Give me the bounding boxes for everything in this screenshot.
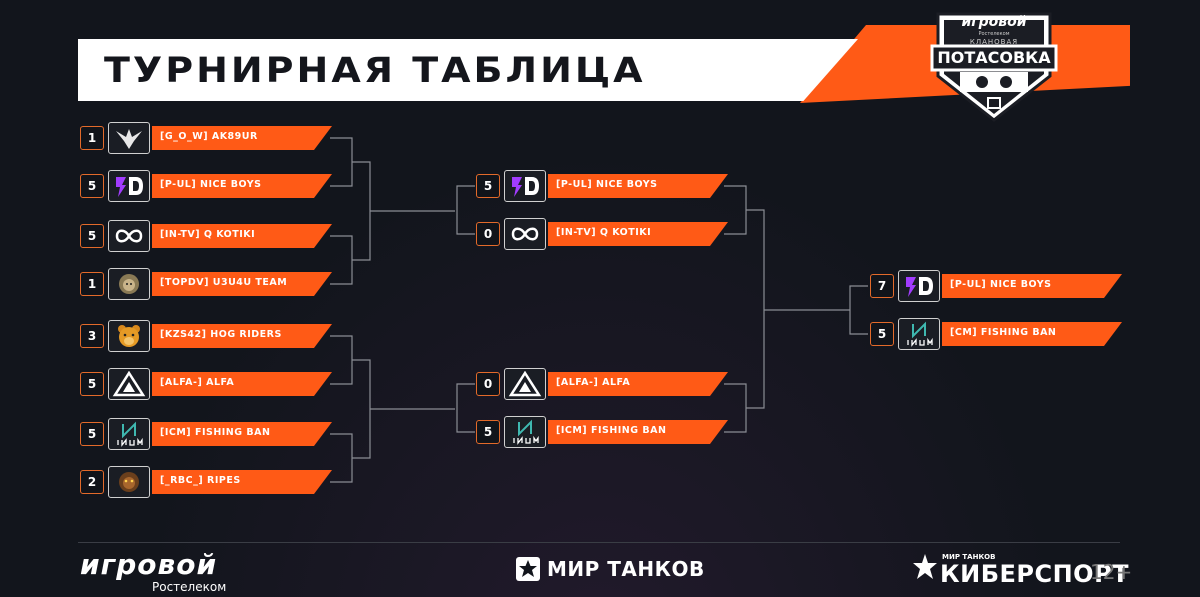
team-name: [ALFA-] ALFA [160, 377, 235, 388]
score-box: 1 [80, 272, 104, 296]
page-title: ТУРНИРНАЯ ТАБЛИЦА [104, 49, 646, 91]
score-box: 1 [80, 126, 104, 150]
team-name: [P-UL] NICE BOYS [950, 279, 1052, 290]
triangle-icon [504, 368, 546, 400]
team-bar [548, 222, 728, 246]
esports-logo: МИР ТАНКОВ КИБЕРСПОРТ [912, 553, 1129, 588]
match-slot: 5 [ALFA-] ALFA [80, 368, 332, 400]
score-box: 3 [80, 324, 104, 348]
sponsor-logo-igrovoy: игровой Ростелеком [80, 548, 226, 594]
footer-divider [78, 542, 1120, 543]
match-slot: 0 [ALFA-] ALFA [476, 368, 728, 400]
triangle-icon [108, 368, 150, 400]
score-box: 2 [80, 470, 104, 494]
team-name: [TOPDV] U3U4U TEAM [160, 277, 288, 288]
score-box: 7 [870, 274, 894, 298]
team-bar [152, 324, 332, 348]
event-logo: игровой Ростелеком КЛАНОВАЯ ПОТАСОВКА [930, 6, 1058, 124]
match-slot: 5 [P-UL] NICE BOYS [476, 170, 728, 202]
star-icon [516, 557, 540, 581]
beast-icon [108, 466, 150, 498]
team-name: [_RBC_] RIPES [160, 475, 241, 486]
team-bar [152, 224, 332, 248]
icm-icon [898, 318, 940, 350]
score-box: 5 [80, 224, 104, 248]
team-name: [KZS42] HOG RIDERS [160, 329, 282, 340]
age-rating: 12+ [1090, 560, 1133, 584]
match-slot: 0 [IN-TV] Q KOTIKI [476, 218, 728, 250]
team-bar [152, 272, 332, 296]
team-bar [942, 274, 1122, 298]
match-slot: 5 [P-UL] NICE BOYS [80, 170, 332, 202]
team-name: [ICM] FISHING BAN [556, 425, 667, 436]
score-box: 5 [476, 174, 500, 198]
team-name: [IN-TV] Q KOTIKI [556, 227, 652, 238]
team-name: [G_O_W] AK89UR [160, 131, 258, 142]
score-box: 5 [80, 174, 104, 198]
team-bar [942, 322, 1122, 346]
esports-star-icon [913, 554, 937, 579]
3d-icon [108, 170, 150, 202]
team-name: [IN-TV] Q KOTIKI [160, 229, 256, 240]
team-bar [152, 470, 332, 494]
event-logo-sub: Ростелеком [978, 31, 1010, 37]
lion-icon [108, 268, 150, 300]
score-box: 5 [80, 422, 104, 446]
infinity-icon [504, 218, 546, 250]
event-logo-brand: игровой [961, 14, 1027, 30]
score-box: 5 [80, 372, 104, 396]
score-box: 0 [476, 372, 500, 396]
sponsor-sub: Ростелеком [152, 580, 227, 594]
team-bar [152, 126, 332, 150]
team-bar [548, 420, 728, 444]
3d-icon [898, 270, 940, 302]
match-slot: 5 [CM] FISHING BAN [870, 318, 1122, 350]
team-bar [152, 174, 332, 198]
team-bar [152, 372, 332, 396]
team-bar [548, 174, 728, 198]
match-slot: 1 [TOPDV] U3U4U TEAM [80, 268, 332, 300]
3d-icon [504, 170, 546, 202]
icm-icon [108, 418, 150, 450]
infinity-icon [108, 220, 150, 252]
team-name: [P-UL] NICE BOYS [556, 179, 658, 190]
game-logo: МИР ТАНКОВ [515, 556, 705, 582]
team-bar [152, 422, 332, 446]
team-name: [ALFA-] ALFA [556, 377, 631, 388]
event-logo-line2: ПОТАСОВКА [937, 48, 1051, 67]
score-box: 5 [476, 420, 500, 444]
team-name: [CM] FISHING BAN [950, 327, 1057, 338]
event-logo-line1: КЛАНОВАЯ [969, 38, 1019, 46]
score-box: 0 [476, 222, 500, 246]
match-slot: 5 [IN-TV] Q KOTIKI [80, 220, 332, 252]
match-slot: 5 [ICM] FISHING BAN [476, 416, 728, 448]
match-slot: 3 [KZS42] HOG RIDERS [80, 320, 332, 352]
score-box: 5 [870, 322, 894, 346]
team-name: [P-UL] NICE BOYS [160, 179, 262, 190]
title-banner [78, 39, 858, 101]
match-slot: 1 [G_O_W] AK89UR [80, 122, 332, 154]
team-name: [ICM] FISHING BAN [160, 427, 271, 438]
esports-small-label: МИР ТАНКОВ [942, 553, 996, 561]
eagle-icon [108, 122, 150, 154]
sponsor-brand: игровой [80, 548, 218, 581]
game-title: МИР ТАНКОВ [547, 557, 705, 581]
match-slot: 5 [ICM] FISHING BAN [80, 418, 332, 450]
icm-icon [504, 416, 546, 448]
match-slot: 2 [_RBC_] RIPES [80, 466, 332, 498]
team-bar [548, 372, 728, 396]
bear-icon [108, 320, 150, 352]
esports-label: КИБЕРСПОРТ [940, 560, 1130, 588]
match-slot: 7 [P-UL] NICE BOYS [870, 270, 1122, 302]
